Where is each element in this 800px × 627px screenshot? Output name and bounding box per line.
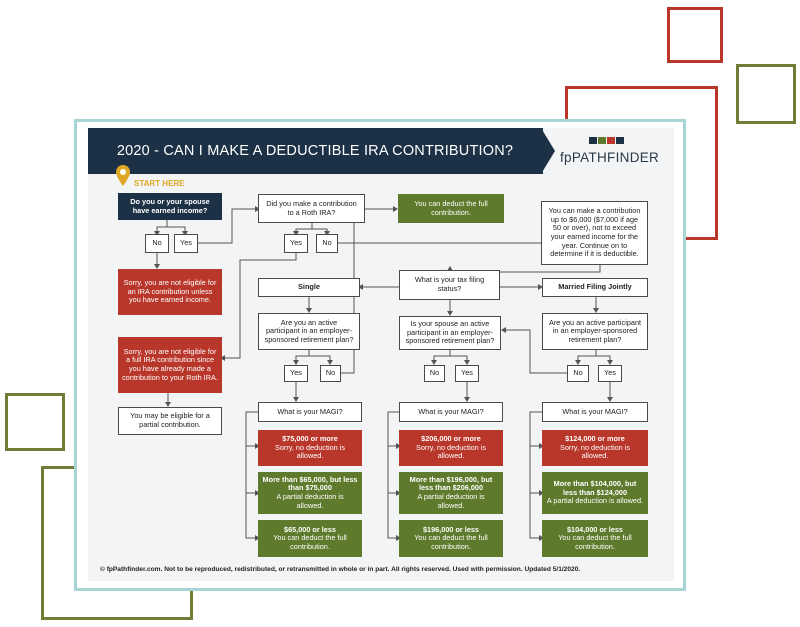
result-heading: $75,000 or more [282,434,338,444]
spouse-plan-question: Is your spouse an active participant in … [399,316,501,350]
magi-question-mfj: What is your MAGI? [542,402,648,422]
header-arrow-tip [541,128,555,174]
page-title: 2020 - CAN I MAKE A DEDUCTIBLE IRA CONTR… [116,143,514,159]
contribution-limit-info: You can make a contribution up to $6,000… [541,201,648,265]
result-text: Sorry, no deduction is allowed. [559,442,631,461]
spouse-plan-no: No [424,365,445,382]
result-text: Sorry, no deduction is allowed. [274,442,346,461]
full-deduction-top: You can deduct the full contribution. [398,194,504,223]
single-plan-no: No [320,365,341,382]
roth-no-option: No [316,234,338,253]
result-text: A partial deduction is allowed. [417,492,485,510]
result-text: A partial deduction is allowed. [546,496,644,506]
result-heading: $124,000 or more [565,434,625,444]
mfj-plan-no: No [567,365,589,382]
yes-earned-income-option: Yes [174,234,198,253]
result-text: You can deduct the full contribution. [558,533,632,551]
result-heading: More than $196,000, but less than $206,0… [409,474,493,493]
partial-contribution-eligible: You may be eligible for a partial contri… [118,407,222,435]
spouse-plan-yes: Yes [455,365,479,382]
earned-income-question: Do you or your spouse have earned income… [118,193,222,220]
result-text: A partial deduction is allowed. [276,492,344,510]
not-eligible-earned-income: Sorry, you are not eligible for an IRA c… [118,269,222,315]
copyright-footer: © fpPathfinder.com. Not to be reproduced… [100,566,581,573]
mfj-partial-deduction: More than $104,000, but less than $124,0… [542,472,648,514]
magi-question-single: What is your MAGI? [258,402,362,422]
result-heading: $104,000 or less [567,524,623,534]
brand-swatches [589,137,624,144]
result-text: Sorry, no deduction is allowed. [415,442,487,461]
header-bar [88,128,543,174]
single-plan-question: Are you an active participant in an empl… [258,313,360,350]
not-eligible-roth: Sorry, you are not eligible for a full I… [118,337,222,393]
roth-contribution-question: Did you make a contribution to a Roth IR… [258,194,365,223]
no-earned-income-option: No [145,234,169,253]
married-filing-jointly-status: Married Filing Jointly [542,278,648,297]
mfj-plan-question: Are you an active participant in an empl… [542,313,648,350]
start-here-label: START HERE [134,179,185,188]
single-plan-yes: Yes [284,365,308,382]
result-text: You can deduct the full contribution. [273,533,347,551]
brand-logo: fpPATHFINDER [560,150,660,165]
single-status: Single [258,278,360,297]
spouse-partial-deduction: More than $196,000, but less than $206,0… [399,472,503,514]
magi-question-spouse: What is your MAGI? [399,402,503,422]
deco-square-olive-right [736,64,796,124]
roth-yes-option: Yes [284,234,308,253]
result-heading: $196,000 or less [423,524,479,534]
mfj-plan-yes: Yes [598,365,622,382]
deco-square-olive-left-small [5,393,65,451]
result-heading: $65,000 or less [284,524,336,534]
single-partial-deduction: More than $65,000, but less than $75,000… [258,472,362,514]
result-heading: $206,000 or more [421,434,481,444]
result-heading: More than $65,000, but less than $75,000 [262,474,358,493]
tax-filing-status-question: What is your tax filing status? [399,270,500,300]
location-pin-icon [116,165,130,186]
result-heading: More than $104,000, but less than $124,0… [553,479,637,497]
result-text: You can deduct the full contribution. [414,533,488,551]
deco-square-red-small [667,7,723,63]
